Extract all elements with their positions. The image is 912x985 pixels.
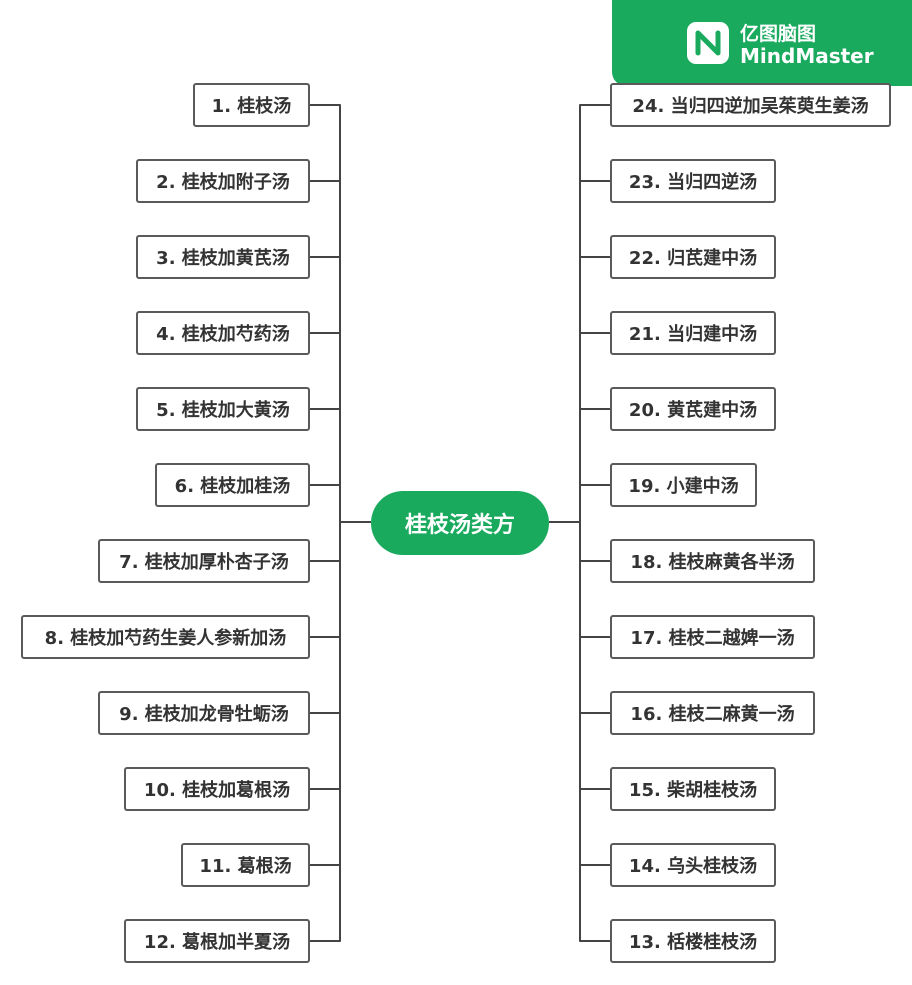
left-branch-connector [310,788,340,790]
mindmaster-logo-icon [687,22,729,64]
right-topic-node[interactable]: 16. 桂枝二麻黄一汤 [610,691,815,735]
right-topic-node[interactable]: 22. 归芪建中汤 [610,235,776,279]
right-topic-node[interactable]: 20. 黄芪建中汤 [610,387,776,431]
left-branch-connector [310,408,340,410]
left-branch-connector [310,940,340,942]
left-branch-connector [310,332,340,334]
left-topic-node[interactable]: 2. 桂枝加附子汤 [136,159,310,203]
left-branch-connector [310,484,340,486]
right-topic-node[interactable]: 19. 小建中汤 [610,463,757,507]
left-topic-node[interactable]: 7. 桂枝加厚朴杏子汤 [98,539,310,583]
brand-name-cn: 亿图脑图 [740,23,817,45]
right-topic-node[interactable]: 17. 桂枝二越婢一汤 [610,615,815,659]
left-topic-node[interactable]: 3. 桂枝加黄芪汤 [136,235,310,279]
brand-badge: 亿图脑图 MindMaster [612,0,912,86]
left-topic-node[interactable]: 9. 桂枝加龙骨牡蛎汤 [98,691,310,735]
left-topic-node[interactable]: 11. 葛根汤 [181,843,310,887]
right-branch-connector [580,560,610,562]
center-connector-left [340,521,371,523]
right-branch-connector [580,788,610,790]
left-branch-connector [310,864,340,866]
left-branch-connector [310,104,340,106]
right-branch-connector [580,636,610,638]
right-topic-node[interactable]: 18. 桂枝麻黄各半汤 [610,539,815,583]
central-topic[interactable]: 桂枝汤类方 [371,491,549,555]
right-topic-node[interactable]: 14. 乌头桂枝汤 [610,843,776,887]
right-branch-connector [580,256,610,258]
right-branch-connector [580,408,610,410]
left-topic-node[interactable]: 5. 桂枝加大黄汤 [136,387,310,431]
right-topic-node[interactable]: 13. 栝楼桂枝汤 [610,919,776,963]
left-topic-node[interactable]: 12. 葛根加半夏汤 [124,919,310,963]
right-branch-connector [580,484,610,486]
right-topic-node[interactable]: 23. 当归四逆汤 [610,159,776,203]
left-topic-node[interactable]: 1. 桂枝汤 [193,83,310,127]
left-branch-connector [310,256,340,258]
right-branch-connector [580,940,610,942]
center-connector-right [549,521,580,523]
left-topic-node[interactable]: 8. 桂枝加芍药生姜人参新加汤 [21,615,310,659]
right-branch-connector [580,104,610,106]
right-topic-node[interactable]: 15. 柴胡桂枝汤 [610,767,776,811]
left-branch-connector [310,560,340,562]
right-branch-connector [580,712,610,714]
right-branch-connector [580,332,610,334]
right-branch-connector [580,180,610,182]
right-trunk [579,104,581,942]
left-branch-connector [310,712,340,714]
left-branch-connector [310,180,340,182]
left-trunk [339,104,341,942]
right-topic-node[interactable]: 21. 当归建中汤 [610,311,776,355]
right-topic-node[interactable]: 24. 当归四逆加吴茱萸生姜汤 [610,83,891,127]
right-branch-connector [580,864,610,866]
left-topic-node[interactable]: 10. 桂枝加葛根汤 [124,767,310,811]
left-topic-node[interactable]: 4. 桂枝加芍药汤 [136,311,310,355]
brand-name-en: MindMaster [740,44,874,68]
left-branch-connector [310,636,340,638]
left-topic-node[interactable]: 6. 桂枝加桂汤 [155,463,310,507]
